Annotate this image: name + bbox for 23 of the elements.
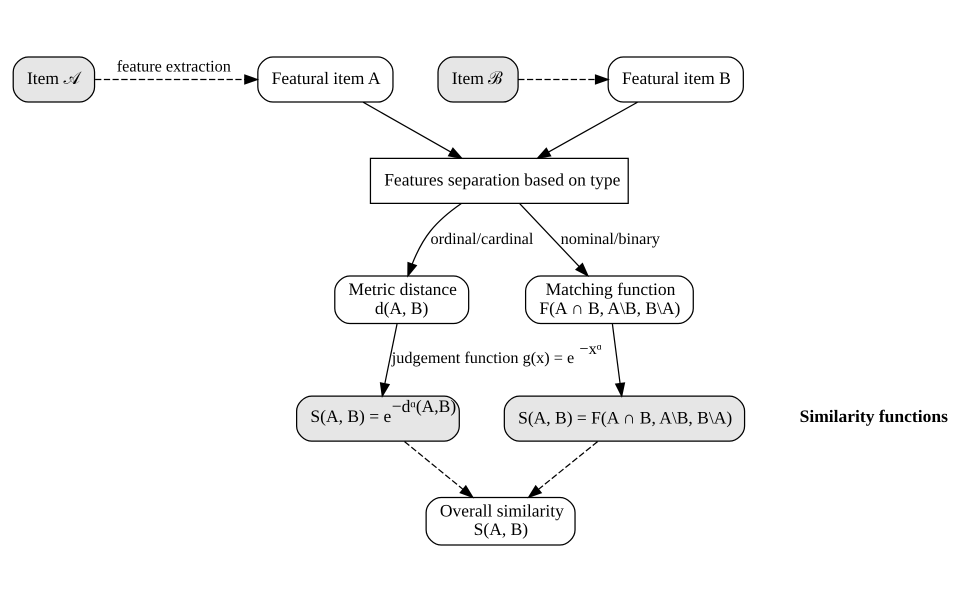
node-box: Featural item A [257, 56, 394, 102]
arrow [519, 202, 590, 277]
node-box: Item ℬ [437, 56, 519, 102]
edge-label: feature extraction [116, 56, 231, 75]
label: Similarity functions [800, 405, 948, 426]
arrow [527, 440, 598, 498]
edge-label: nominal/binary [560, 229, 660, 248]
node-box: Item 𝒜 [12, 56, 96, 102]
node-box: Features separation based on type [370, 157, 629, 204]
node-box: Metric distance d(A, B) [334, 274, 470, 324]
arrow [95, 74, 260, 84]
edge-label: ordinal/cardinal [430, 229, 534, 248]
arrow [536, 101, 638, 159]
arrow [518, 74, 610, 84]
arrow [362, 101, 464, 159]
arrow [612, 323, 626, 398]
arrow [380, 323, 398, 398]
node-box: Featural item B [608, 56, 744, 102]
node-box: Matching function F(A ∩ B, A\B, B\A) [524, 274, 694, 324]
node-box: Overall similarity S(A, B) [426, 496, 576, 546]
node-box: S(A, B) = F(A ∩ B, A\B, B\A) [504, 394, 746, 442]
arrow [407, 202, 462, 278]
arrow [404, 440, 474, 498]
